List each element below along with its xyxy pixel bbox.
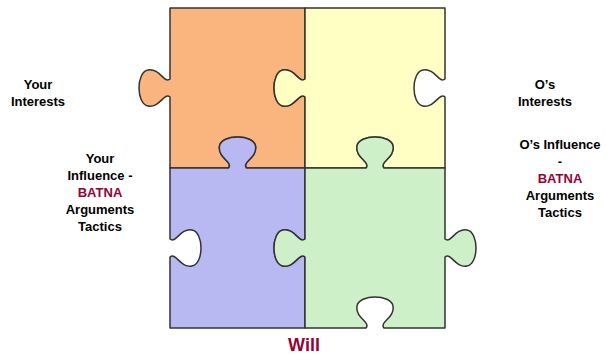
caption-label: Will [254, 334, 354, 356]
piece-label: BATNA [518, 170, 602, 187]
label-group: Your Influence -BATNAArguments Tactics [58, 150, 142, 235]
label-group: O’s Influence -BATNAArguments Tactics [518, 136, 602, 221]
piece-label: Arguments Tactics [58, 201, 142, 235]
label-group: Will [254, 334, 354, 356]
piece-label: Your Interests [8, 76, 68, 110]
puzzle-piece: O’s Influence -BATNAArguments Tactics [271, 134, 479, 328]
label-group: Your Interests [8, 76, 68, 110]
puzzle-outline [271, 134, 479, 328]
piece-label: O’s Influence - [518, 136, 602, 170]
piece-label: O’s Interests [515, 76, 575, 110]
piece-label: Your Influence - [58, 150, 142, 184]
piece-label: Arguments Tactics [518, 187, 602, 221]
piece-label: BATNA [58, 184, 142, 201]
label-group: O’s Interests [515, 76, 575, 110]
